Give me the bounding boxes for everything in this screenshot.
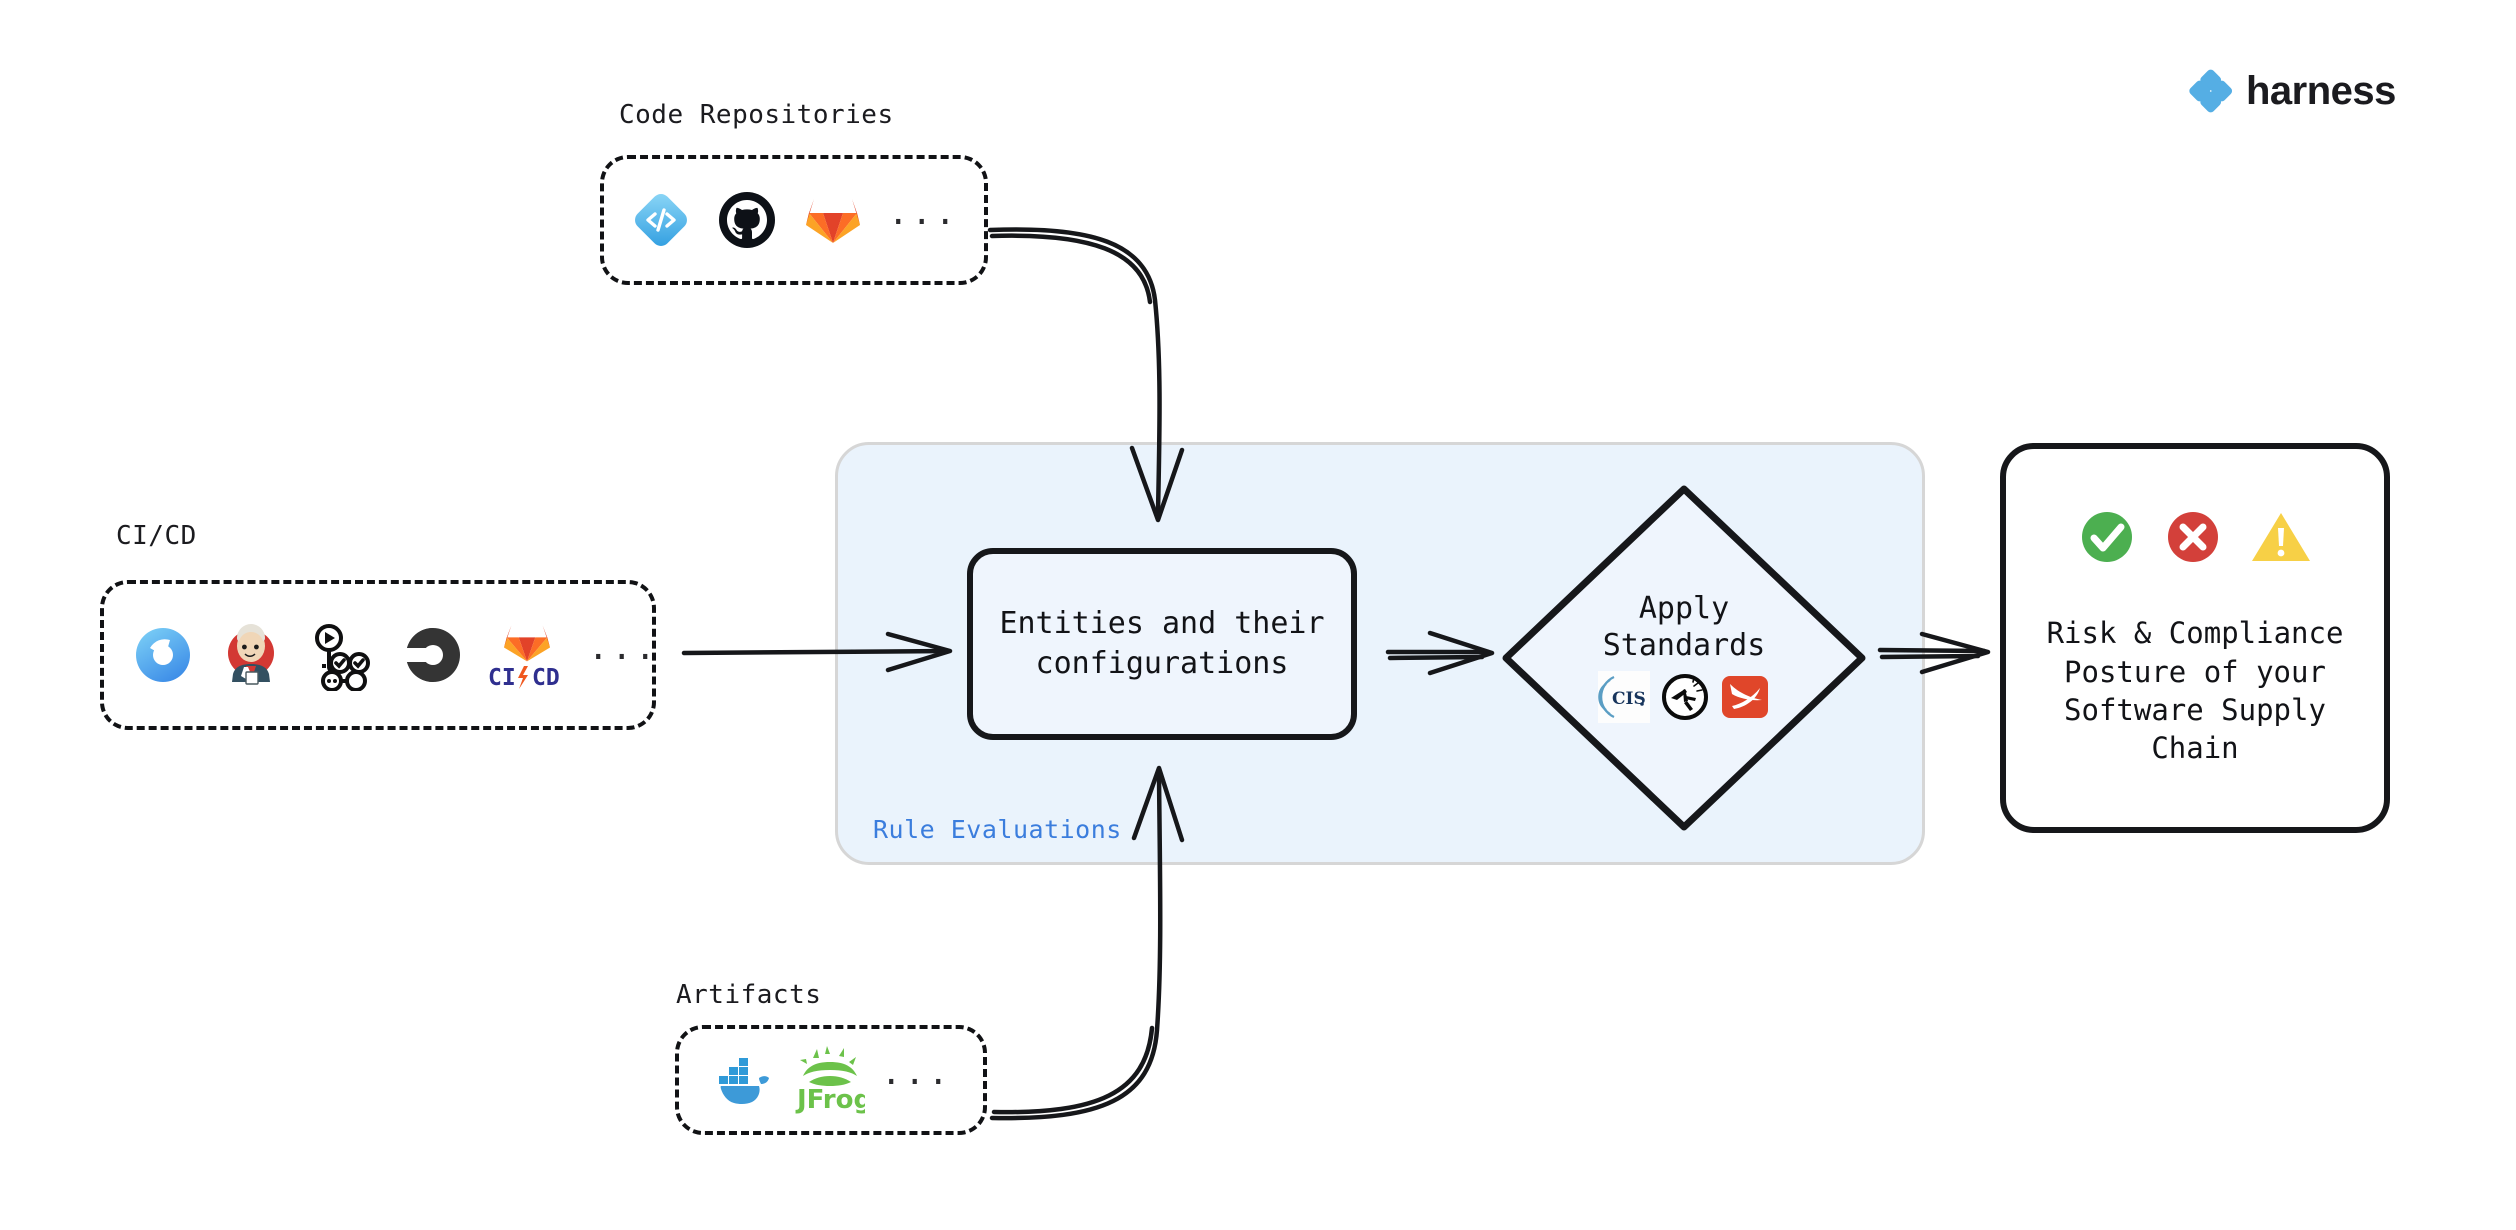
harness-ci-icon[interactable] [130,622,196,688]
harness-logo: harness [2188,68,2396,114]
group-ellipsis-artifacts: ... [881,1052,952,1093]
status-icon-row [2078,508,2312,570]
group-ellipsis-ci-cd: ... [588,627,659,668]
group-ellipsis-code-repositories: ... [888,192,959,233]
diamond-shape [1502,485,1866,831]
group-label-ci-cd: CI/CD [116,521,197,551]
github-icon[interactable] [716,189,778,251]
gitlab-icon[interactable] [802,189,864,251]
connector-entities-to-standards [1385,630,1495,676]
warning-triangle-icon [2250,508,2312,570]
gitlab-cicd-icon[interactable]: CI CD [488,619,566,691]
apply-standards-label: Apply Standards [1602,590,1766,664]
owasp-icon[interactable] [1660,672,1710,726]
entities-node[interactable]: Entities and their configurations [967,548,1357,740]
group-label-code-repositories: Code Repositories [619,100,894,130]
group-box-artifacts[interactable]: JFrog ... [675,1025,987,1135]
connector-cicd-to-entities [681,631,953,673]
jenkins-icon[interactable] [218,622,284,688]
harness-code-icon[interactable] [630,189,692,251]
slsa-icon[interactable] [1720,672,1770,726]
connector-artifacts-to-entities [989,765,1185,1121]
apply-standards-node[interactable]: Apply Standards CIS [1500,483,1868,833]
rule-evaluations-label: Rule Evaluations [873,815,1122,844]
docker-icon[interactable] [703,1049,779,1111]
harness-diamond-logo-icon [2189,69,2233,113]
connector-standards-to-outcome [1877,631,1991,675]
github-actions-icon[interactable] [306,619,378,691]
svg-text:CIS: CIS [1612,689,1646,709]
entities-node-label: Entities and their configurations [999,606,1325,681]
cis-icon[interactable]: CIS [1598,670,1650,727]
group-box-ci-cd[interactable]: CI CD ... [100,580,656,730]
jfrog-icon[interactable]: JFrog [795,1046,865,1114]
svg-text:JFrog: JFrog [795,1085,865,1114]
x-circle-icon [2164,508,2222,570]
outcome-node[interactable]: Risk & Compliance Posture of your Softwa… [2000,443,2390,833]
circleci-icon[interactable] [400,622,466,688]
svg-text:CD: CD [532,665,560,691]
group-label-artifacts: Artifacts [676,980,822,1010]
brand-name: harness [2246,68,2396,113]
connector-code-repos-to-entities [987,227,1185,523]
outcome-node-label: Risk & Compliance Posture of your Softwa… [2046,616,2344,766]
group-box-code-repositories[interactable]: ... [600,155,988,285]
check-circle-icon [2078,508,2136,570]
svg-text:CI: CI [488,665,516,691]
